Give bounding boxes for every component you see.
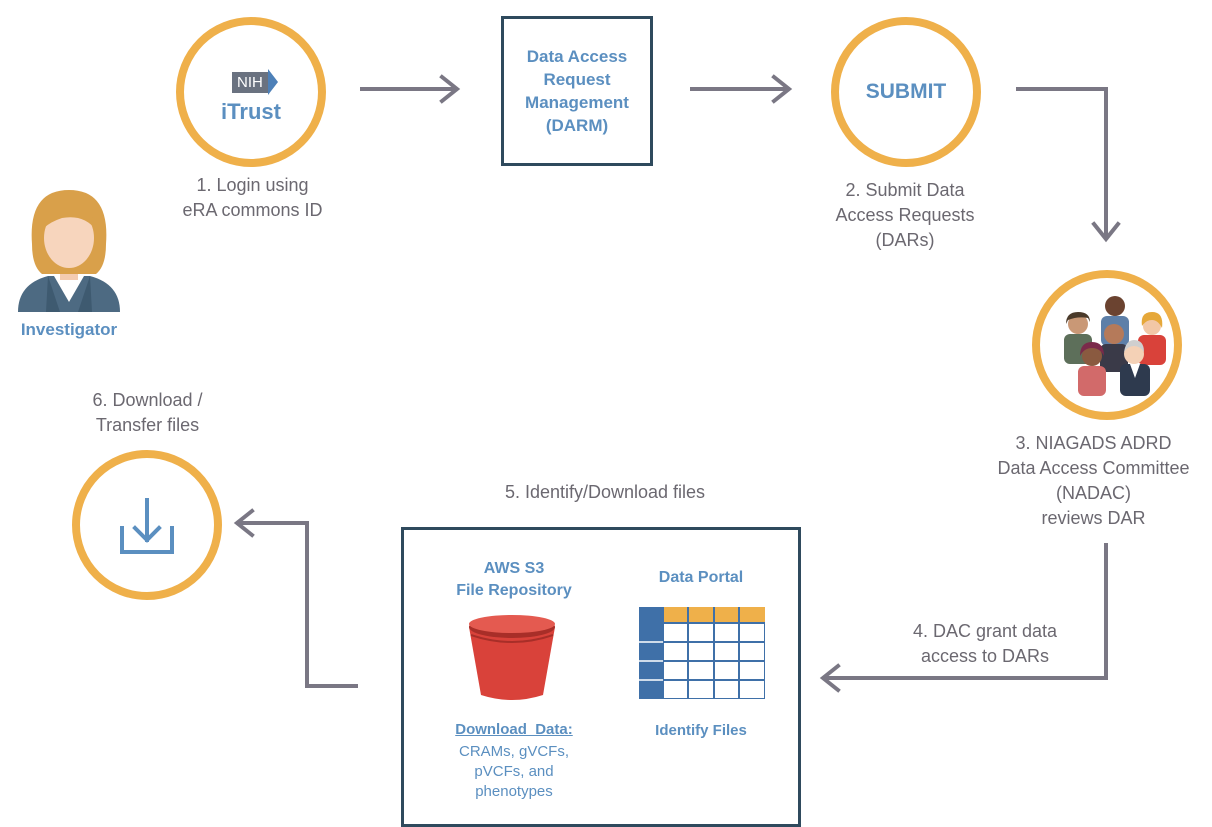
download-circle bbox=[72, 450, 222, 600]
arrow-submit-to-committee bbox=[1016, 87, 1108, 238]
darm-box: Data Access Request Management (DARM) bbox=[501, 16, 653, 166]
step2-caption: 2. Submit Data Access Requests (DARs) bbox=[835, 180, 975, 250]
committee-group-icon bbox=[1064, 296, 1166, 396]
committee-circle bbox=[1032, 270, 1182, 420]
download-icon bbox=[120, 498, 174, 554]
arrow-portal-to-download bbox=[238, 521, 358, 688]
submit-label: SUBMIT bbox=[865, 80, 947, 103]
itrust-login-circle: NIH iTrust bbox=[176, 17, 326, 167]
nih-chevron-icon bbox=[267, 69, 278, 95]
nih-logo: NIH bbox=[232, 69, 278, 95]
data-portal-box: AWS S3 File Repository Data Portal Ident… bbox=[401, 527, 801, 827]
investigator-label: Investigator bbox=[20, 320, 118, 339]
aws-s3-title: AWS S3 File Repository bbox=[456, 560, 572, 599]
darm-label: Data Access Request Management (DARM) bbox=[525, 47, 629, 135]
download-data-list: CRAMs, gVCFs, pVCFs, and phenotypes bbox=[458, 743, 569, 800]
investigator-avatar-icon bbox=[8, 184, 130, 314]
nih-logo-text: NIH bbox=[232, 71, 268, 93]
itrust-logo-text: iTrust bbox=[221, 99, 281, 124]
step5-caption: 5. Identify/Download files bbox=[504, 482, 706, 502]
step1-caption: 1. Login using eRA commons ID bbox=[182, 175, 323, 220]
step3-caption: 3. NIAGADS ADRD Data Access Committee (N… bbox=[997, 433, 1190, 528]
step6-caption: 6. Download / Transfer files bbox=[92, 390, 203, 435]
data-portal-table-icon bbox=[639, 607, 765, 699]
submit-circle: SUBMIT bbox=[831, 17, 981, 167]
s3-bucket-icon bbox=[469, 615, 555, 700]
arrow-committee-to-portal bbox=[824, 543, 1108, 680]
download-data-heading: Download Data: bbox=[455, 721, 573, 738]
data-portal-title: Data Portal bbox=[658, 569, 744, 586]
step4-caption: 4. DAC grant data access to DARs bbox=[912, 621, 1058, 666]
identify-files-label: Identify Files bbox=[655, 722, 747, 739]
